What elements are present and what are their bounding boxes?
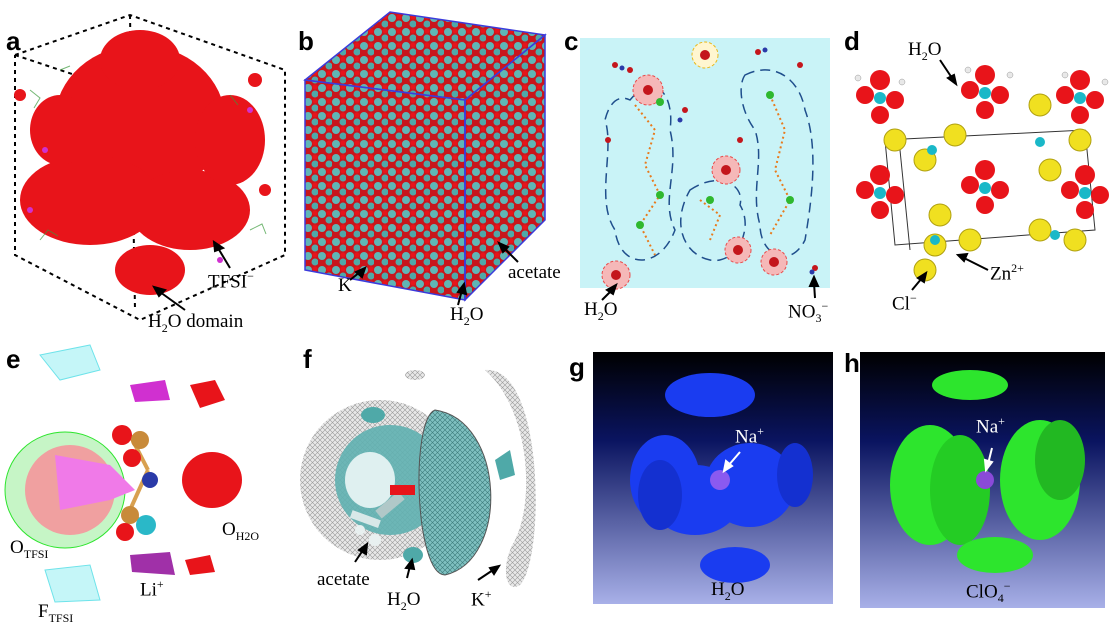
- g-h2o-sub: 2: [724, 588, 731, 603]
- clo4-sub: 4: [997, 591, 1004, 606]
- f-k-text: K: [471, 589, 485, 611]
- c-h2o-h: H: [584, 299, 598, 320]
- c-h2o-label: H2O: [584, 300, 617, 322]
- no3-charge: −: [821, 299, 829, 313]
- h2o-domain-text: O domain: [167, 311, 244, 332]
- clo4-label: ClO4−: [966, 580, 1010, 604]
- panel-e: e OTFSI OH2O Li+ FTFSI: [0, 340, 290, 624]
- panel-d-graphic: [854, 59, 1109, 291]
- panel-a-graphic: [14, 13, 286, 322]
- f-tfsi-label: FTFSI: [38, 602, 73, 624]
- panel-label-h: h: [844, 348, 860, 378]
- zn-label: Zn2+: [990, 262, 1024, 283]
- panel-f-graphic: [300, 369, 536, 587]
- no3-label: NO3−: [788, 300, 828, 324]
- zn-text: Zn: [990, 263, 1012, 285]
- o-tfsi-label: OTFSI: [10, 538, 48, 560]
- f-k-charge: +: [484, 587, 492, 601]
- b-h2o-o: O: [469, 304, 484, 325]
- h2o-domain-label: H2O domain: [148, 312, 243, 334]
- f-h2o-h: H: [387, 589, 401, 610]
- panel-e-graphic: [4, 344, 242, 603]
- b-h2o-h: H: [450, 304, 464, 325]
- b-h2o-label: H2O: [450, 305, 483, 327]
- cl-label: Cl−: [892, 292, 917, 313]
- b-h2o-sub: 2: [463, 313, 470, 328]
- h2o-h: H: [148, 311, 162, 332]
- f-k-label: K+: [471, 588, 492, 609]
- panel-label-b: b: [298, 26, 314, 56]
- panel-a: a TFSI− H2O domain: [0, 0, 290, 334]
- panel-f: f acetate H2O K+: [295, 340, 565, 616]
- d-h2o-o: O: [927, 39, 942, 60]
- panel-label-g: g: [569, 352, 585, 382]
- g-h2o-label: H2O: [711, 580, 744, 602]
- panel-d: d H2O Zn2+ Cl−: [840, 0, 1113, 330]
- g-h2o-o: O: [730, 579, 745, 600]
- tfsi-label: TFSI−: [208, 270, 254, 291]
- f-h2o-sub: 2: [400, 598, 407, 613]
- panel-label-c: c: [564, 26, 579, 56]
- panel-label-a: a: [6, 26, 21, 56]
- clo4-text: ClO: [966, 581, 998, 603]
- o-tfsi-sub: TFSI: [23, 546, 49, 561]
- li-label: Li+: [140, 578, 164, 599]
- panel-c-graphic: [580, 38, 830, 301]
- panel-g-graphic: [593, 352, 833, 604]
- panel-label-f: f: [303, 344, 312, 374]
- o-h2o-sub: H2O: [235, 528, 260, 543]
- cl-charge: −: [909, 291, 917, 305]
- panel-label-d: d: [844, 26, 860, 56]
- g-na-charge: +: [757, 424, 764, 438]
- o-h2o-o: O: [222, 519, 236, 540]
- no3-text: NO: [788, 301, 816, 323]
- panel-h: h Na+ ClO4−: [840, 340, 1113, 616]
- panel-c: c H2O NO3−: [560, 0, 835, 330]
- d-h2o-h: H: [908, 39, 922, 60]
- k-label: K: [338, 275, 352, 296]
- d-h2o-label: H2O: [908, 40, 941, 62]
- panel-h-graphic: [860, 352, 1105, 608]
- tfsi-text: TFSI: [208, 271, 248, 293]
- cl-text: Cl: [892, 293, 910, 315]
- no3-sub: 3: [815, 311, 822, 326]
- c-h2o-sub: 2: [597, 308, 604, 323]
- panel-b: b K H2O acetate: [290, 0, 561, 330]
- h2o-sub: 2: [161, 320, 168, 335]
- f-tfsi-sub: TFSI: [48, 610, 74, 625]
- h-na-text: Na: [976, 416, 999, 438]
- d-h2o-sub: 2: [921, 48, 928, 63]
- f-tfsi-f: F: [38, 601, 49, 622]
- zn-charge: 2+: [1011, 261, 1024, 275]
- g-h2o-h: H: [711, 579, 725, 600]
- o-tfsi-o: O: [10, 537, 24, 558]
- li-text: Li: [140, 579, 157, 601]
- panel-g: g Na+ H2O: [565, 340, 837, 616]
- acetate-label-b: acetate: [508, 262, 561, 283]
- acetate-label-f: acetate: [317, 569, 370, 590]
- c-h2o-o: O: [603, 299, 618, 320]
- o-h2o-label: OH2O: [222, 520, 259, 542]
- panel-b-graphic: [303, 11, 547, 306]
- panel-label-e: e: [6, 344, 21, 374]
- f-h2o-label: H2O: [387, 590, 420, 612]
- li-charge: +: [156, 577, 164, 591]
- f-h2o-o: O: [406, 589, 421, 610]
- h-na-label: Na+: [976, 415, 1005, 436]
- h-na-charge: +: [998, 414, 1005, 428]
- clo4-charge: −: [1003, 579, 1011, 593]
- tfsi-charge: −: [247, 269, 254, 283]
- g-na-text: Na: [735, 426, 758, 448]
- g-na-label: Na+: [735, 425, 764, 446]
